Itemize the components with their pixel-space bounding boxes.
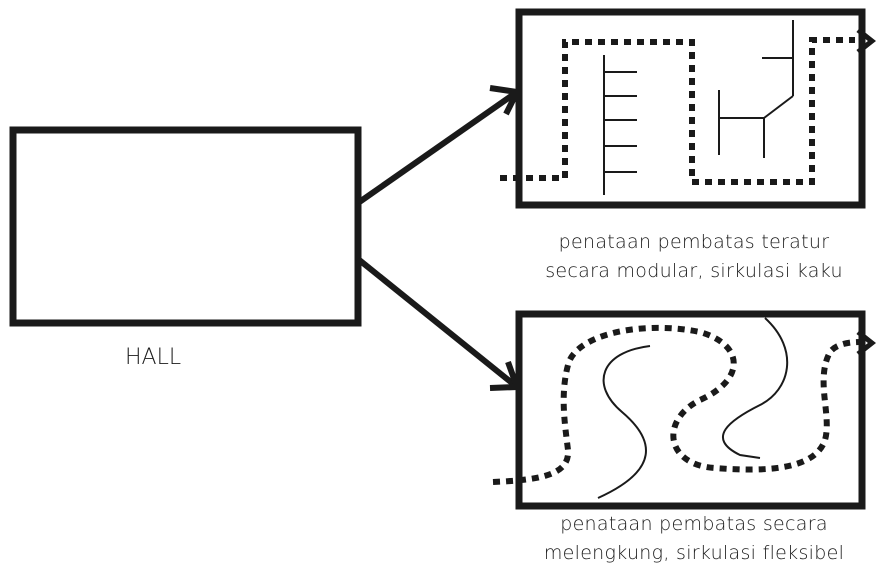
- curved-layout: [492, 310, 876, 510]
- curved-caption: penataan pembatas secara melengkung, sir…: [512, 510, 876, 568]
- curved-partitions: [597, 317, 789, 499]
- curved-caption-line1: penataan pembatas secara: [560, 513, 828, 535]
- curved-layout-frame: [515, 310, 866, 510]
- modular-caption-line2: secara modular, sirkulasi kaku: [545, 260, 843, 282]
- modular-partitions: [603, 20, 794, 195]
- modular-circulation-path: [500, 37, 855, 185]
- curved-circulation-path: [492, 324, 861, 485]
- modular-exit-arrow-icon: [856, 28, 876, 54]
- curved-exit-arrow-icon: [856, 330, 876, 356]
- modular-layout-frame: [515, 8, 866, 209]
- hall-label: HALL: [125, 345, 182, 370]
- modular-caption-line1: penataan pembatas teratur: [558, 231, 830, 253]
- modular-layout: [500, 8, 876, 209]
- arrow-to-curved: [356, 256, 522, 391]
- hall-box: [9, 126, 362, 327]
- modular-caption: penataan pembatas teratur secara modular…: [512, 228, 876, 286]
- arrow-to-modular: [356, 85, 522, 206]
- curved-caption-line2: melengkung, sirkulasi fleksibel: [543, 542, 845, 564]
